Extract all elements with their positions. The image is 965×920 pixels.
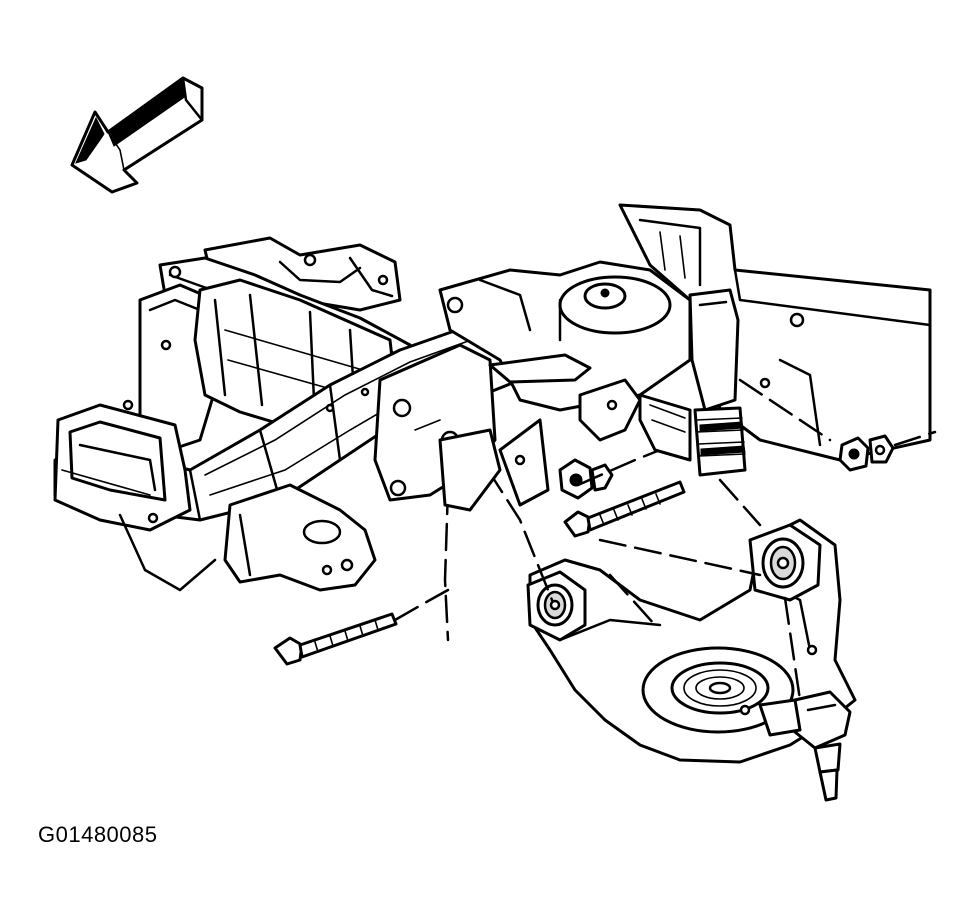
- front-direction-arrow-icon: [70, 76, 204, 194]
- installation-guide-lines: [393, 378, 937, 702]
- figure-code-label: G01480085: [38, 822, 158, 847]
- coil-spring-tower: [438, 260, 692, 412]
- control-arm-cam-bolt: [563, 480, 686, 538]
- shock-absorber: [688, 288, 747, 477]
- lower-ball-joint: [758, 690, 852, 802]
- front-cam-bolt: [273, 612, 398, 666]
- frame-horn-bracket: [223, 483, 377, 592]
- frame-gusset-details: [438, 353, 692, 512]
- front-cam-nut: [838, 434, 895, 472]
- rear-bushing: [526, 570, 587, 642]
- rear-cam-bolt-nut: [558, 458, 614, 500]
- front-crossmember-box: [53, 399, 217, 592]
- front-bushing: [748, 523, 822, 602]
